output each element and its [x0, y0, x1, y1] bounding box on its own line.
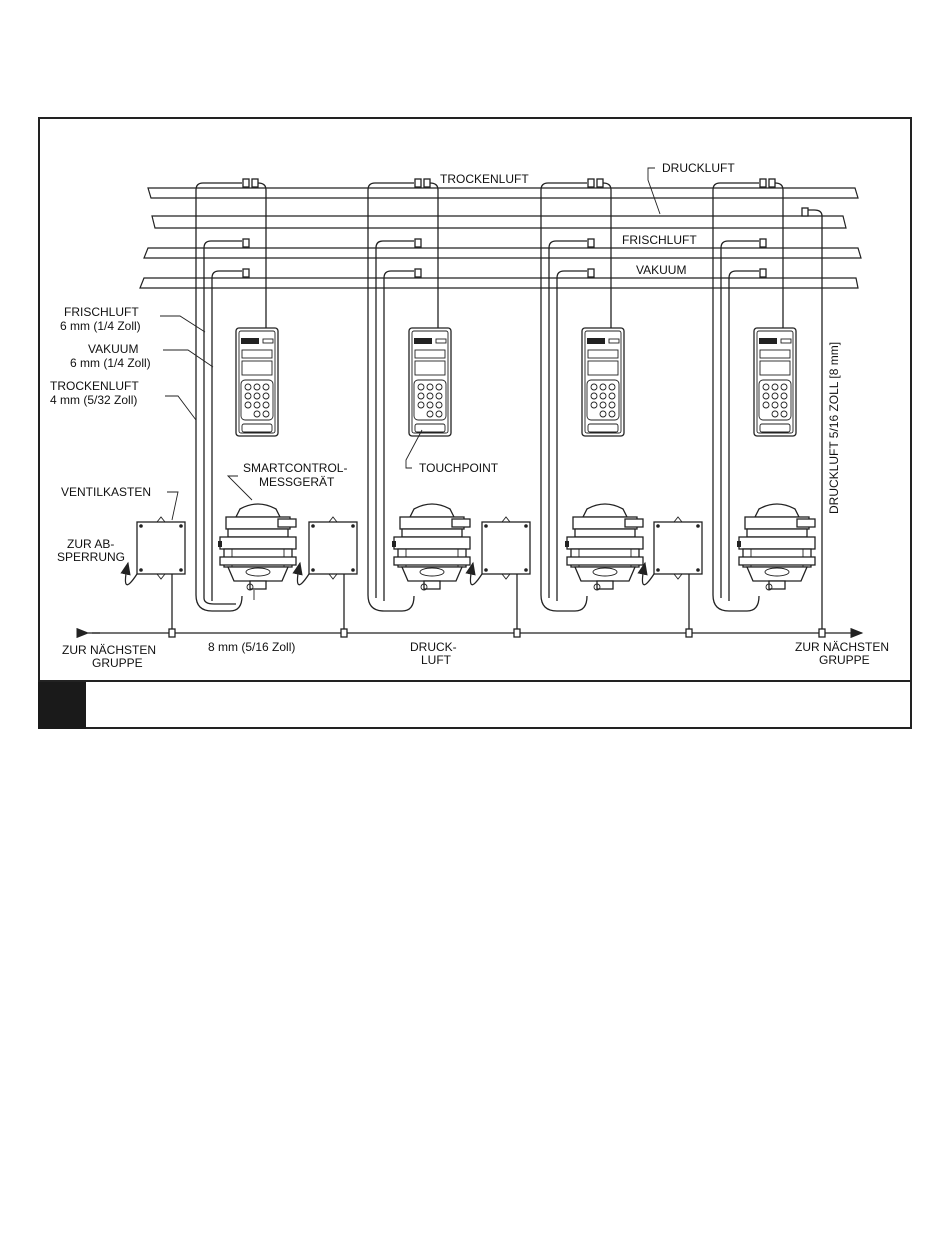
label-frischluft-size-title: FRISCHLUFT — [64, 305, 139, 319]
druckluft-rail — [148, 188, 858, 198]
label-smartcontrol: SMARTCONTROL- — [243, 461, 347, 475]
label-frischluft: FRISCHLUFT — [622, 233, 697, 247]
label-frischluft-size: 6 mm (1/4 Zoll) — [60, 319, 141, 333]
label-ventilkasten: VENTILKASTEN — [61, 485, 151, 499]
label-vakuum-size-title: VAKUUM — [88, 342, 138, 356]
label-druckluft: DRUCKLUFT — [662, 161, 735, 175]
vakuum-rail — [140, 278, 858, 288]
label-zur-absperrung-2: SPERRUNG — [57, 550, 125, 564]
label-druckluft-vertical: DRUCKLUFT 5/16 ZOLL [8 mm] — [827, 342, 841, 514]
label-zur-naechsten-right-1: ZUR NÄCHSTEN — [795, 640, 889, 654]
label-pipe-size: 8 mm (5/16 Zoll) — [208, 640, 295, 654]
label-zur-naechsten-right-2: GRUPPE — [819, 653, 870, 667]
label-luft: LUFT — [421, 653, 452, 667]
label-vakuum: VAKUUM — [636, 263, 686, 277]
label-druck: DRUCK- — [410, 640, 457, 654]
label-trockenluft: TROCKENLUFT — [440, 172, 529, 186]
label-zur-naechsten-left-2: GRUPPE — [92, 656, 143, 670]
label-trockenluft-size-title: TROCKENLUFT — [50, 379, 139, 393]
label-zur-absperrung-1: ZUR AB- — [67, 537, 114, 551]
label-vakuum-size: 6 mm (1/4 Zoll) — [70, 356, 151, 370]
frischluft-rail — [144, 248, 861, 258]
label-touchpoint: TOUCHPOINT — [419, 461, 499, 475]
druckluft-vertical-line — [806, 210, 822, 633]
label-messgeraet: MESSGERÄT — [259, 475, 335, 489]
label-zur-naechsten-left-1: ZUR NÄCHSTEN — [62, 643, 156, 657]
trockenluft-rail — [152, 216, 846, 228]
label-trockenluft-size: 4 mm (5/32 Zoll) — [50, 393, 137, 407]
